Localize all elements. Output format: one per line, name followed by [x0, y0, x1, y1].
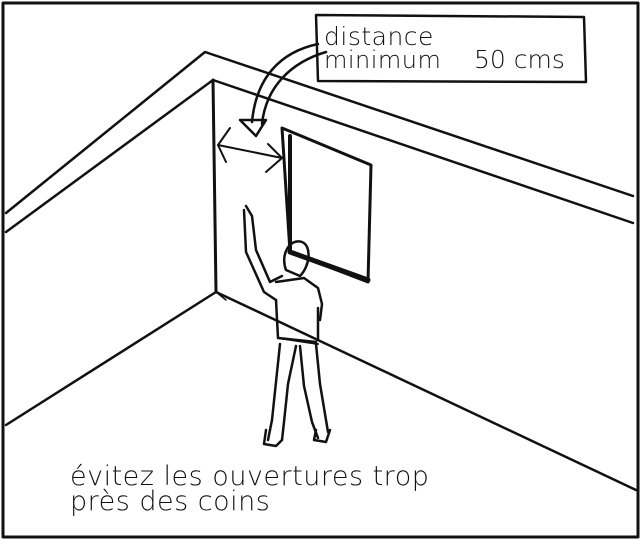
callout-pointer-arrow [240, 44, 326, 136]
callout-value: 50 cms [474, 45, 565, 74]
window [282, 128, 371, 282]
panel-frame [3, 3, 638, 537]
callout-box: distance minimum 50 cms [316, 15, 586, 82]
caption-line2: près des coins [70, 486, 270, 517]
distance-arrow [218, 128, 282, 172]
callout-line2: minimum [324, 46, 441, 74]
caption: évitez les ouvertures trop près des coin… [70, 461, 429, 517]
room-walls [6, 52, 636, 490]
